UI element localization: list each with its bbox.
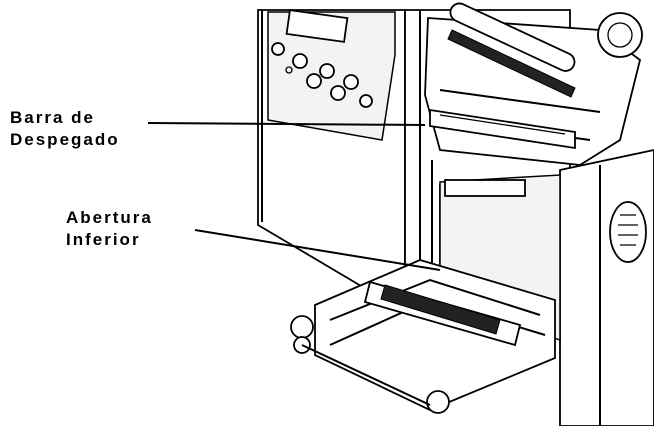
lower-opening-label-line2: Inferior — [66, 230, 141, 249]
button-feed — [292, 53, 308, 69]
button-cancel — [330, 85, 346, 101]
panel-buttons — [271, 42, 373, 108]
button-pause — [306, 73, 322, 89]
display-screen — [285, 9, 349, 43]
peel-bar-label-line1: Barra de — [10, 108, 95, 127]
button-enter — [343, 74, 359, 90]
top-roller — [447, 2, 576, 98]
lower-roller — [444, 179, 526, 197]
door-latch-right — [426, 390, 450, 414]
leader-line-peel-bar — [147, 122, 426, 126]
door-latch-left — [290, 315, 314, 339]
door-roller — [363, 280, 522, 347]
ribbon-spindle-hub — [607, 22, 633, 48]
peel-bar-label-line2: Despegado — [10, 130, 120, 149]
ribbon-spindle — [597, 12, 643, 58]
leader-line-lower-opening — [194, 229, 441, 271]
button-extra — [359, 94, 373, 108]
mechanism-edge — [439, 89, 601, 113]
lower-opening-label: Abertura Inferior — [66, 207, 153, 251]
printer-body-right — [559, 149, 654, 427]
status-led — [285, 66, 293, 74]
peel-bar-label: Barra de Despegado — [10, 107, 120, 151]
lower-opening-label-line1: Abertura — [66, 208, 153, 227]
button-power — [271, 42, 285, 56]
knob — [609, 201, 647, 263]
button-escape — [319, 63, 335, 79]
